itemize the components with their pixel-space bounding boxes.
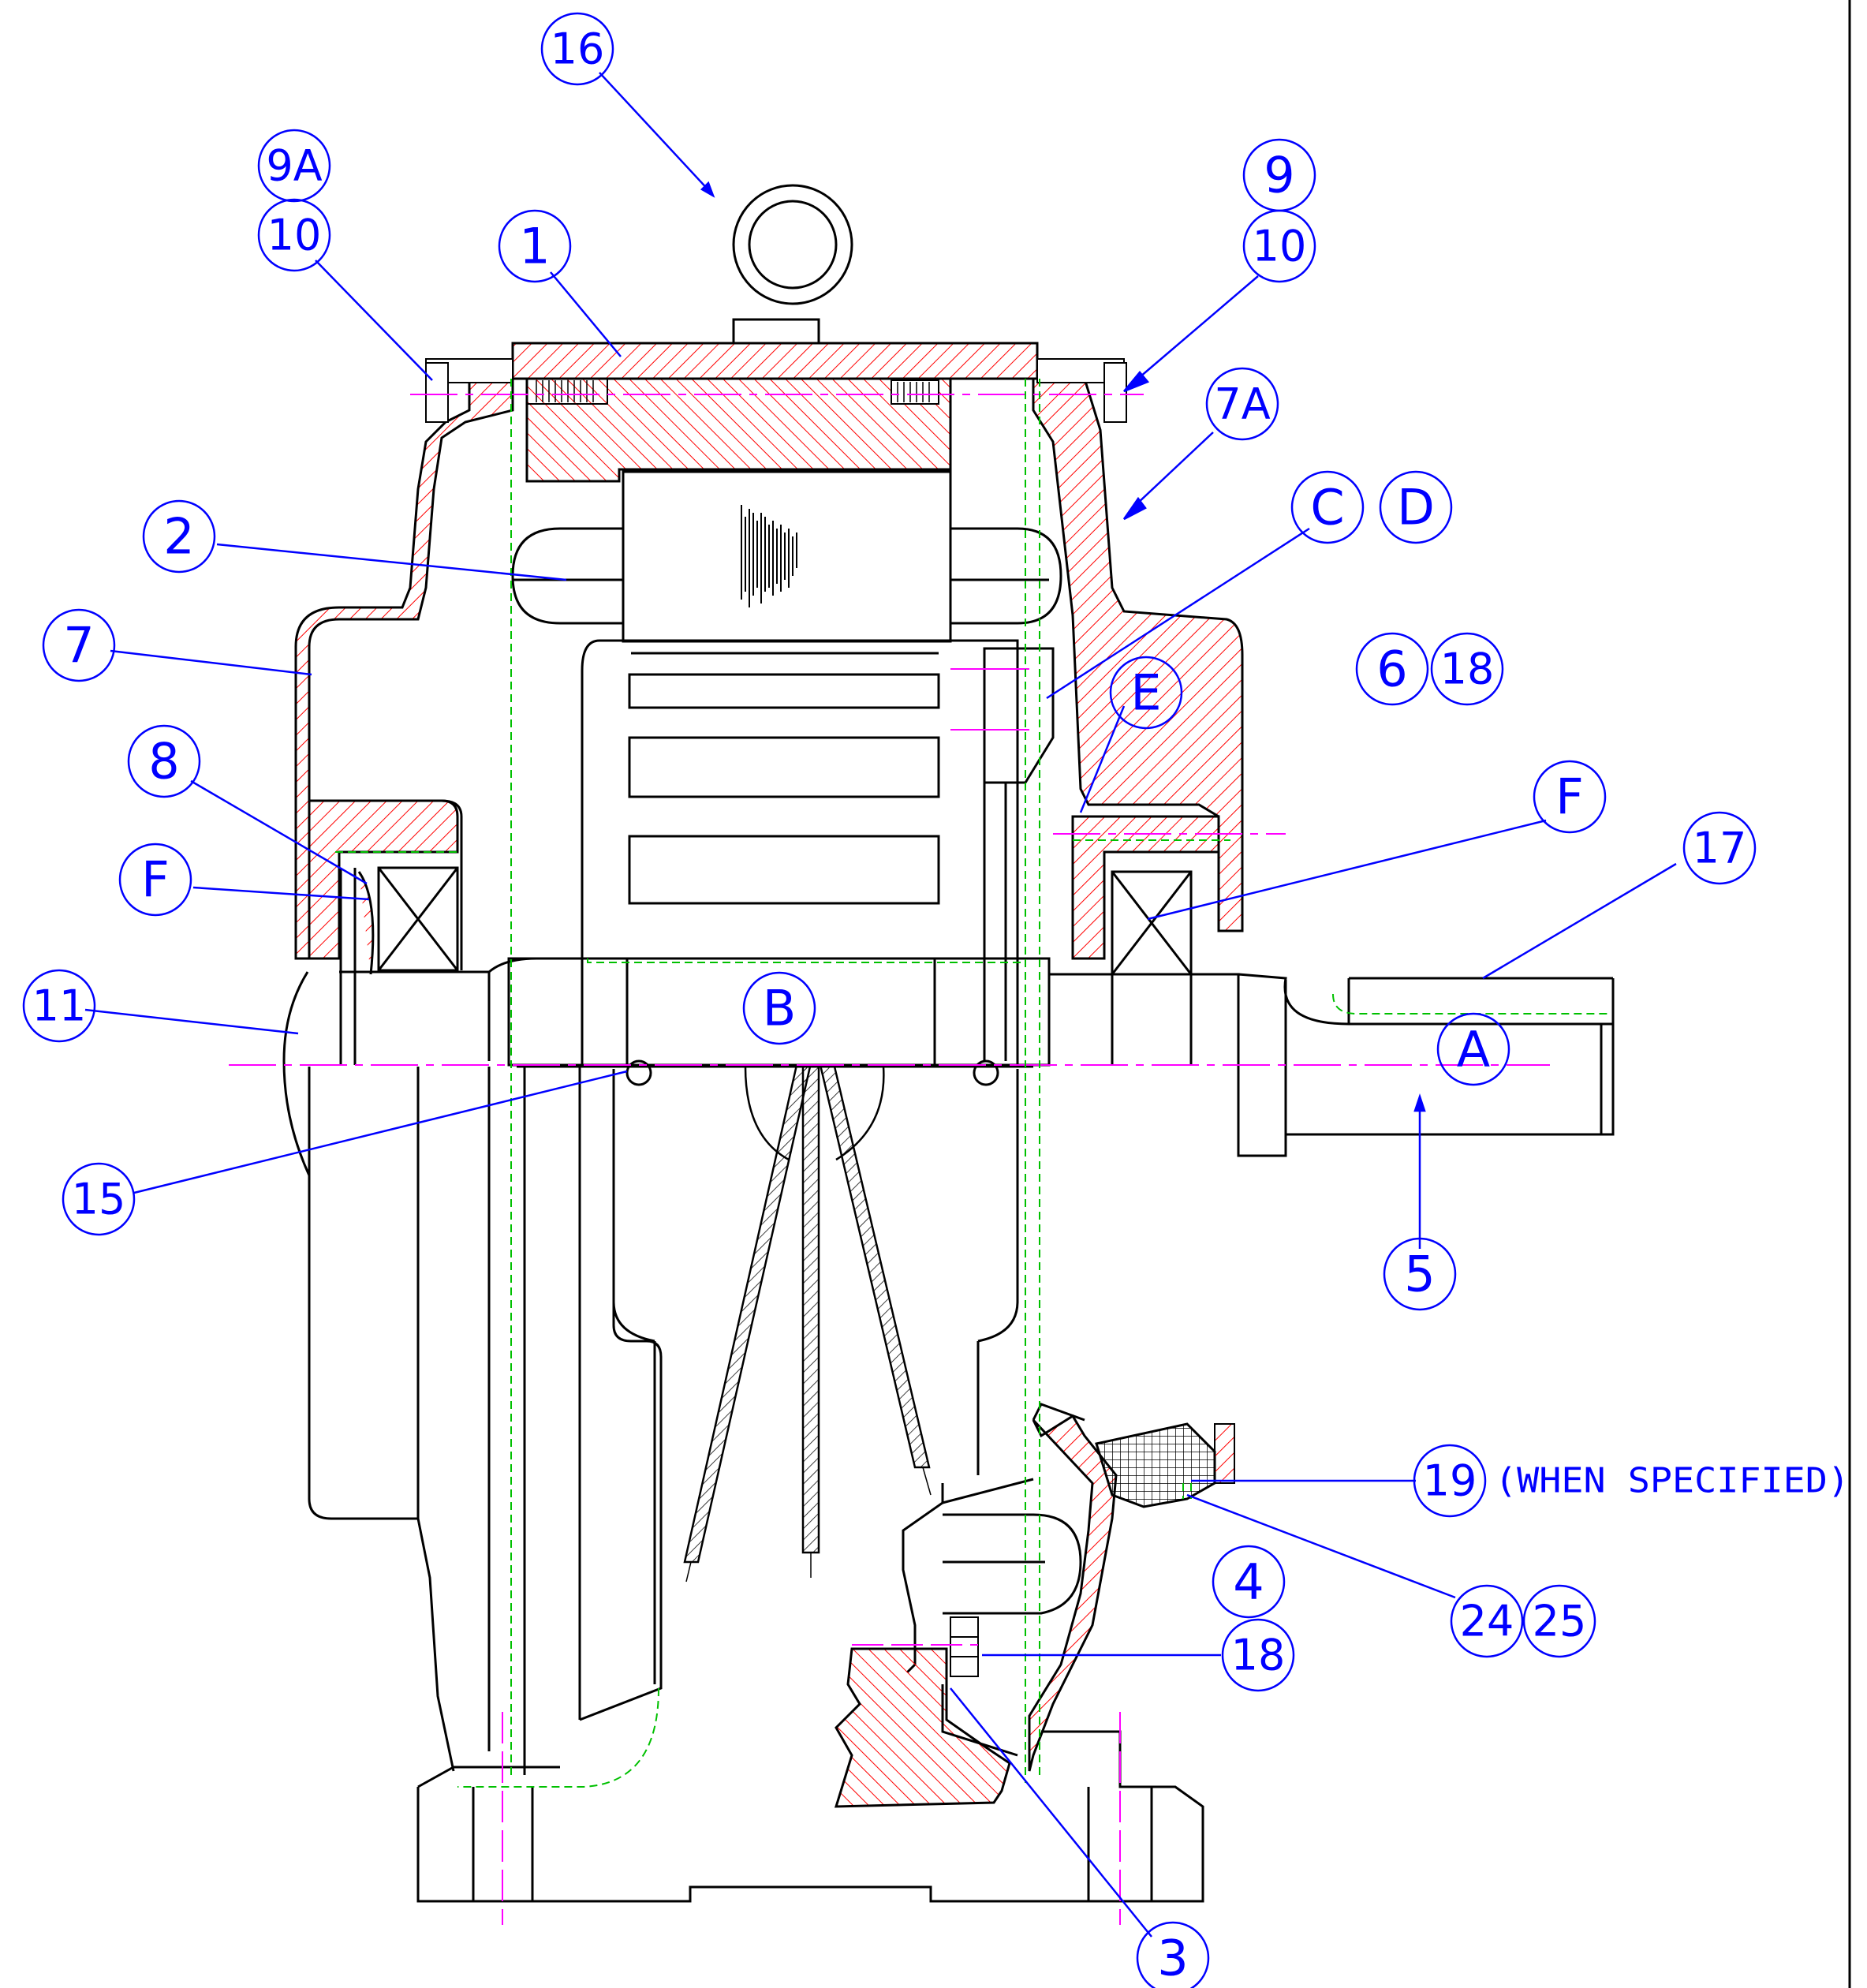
callout-7a-label: 7A (1214, 379, 1270, 429)
callout-f-left-label: F (141, 851, 170, 909)
callout-24 (1450, 1584, 1524, 1658)
eyebolt (732, 184, 853, 345)
callout-c-label: C (1310, 479, 1344, 536)
callout-6 (1355, 632, 1429, 706)
gear-body (517, 639, 1033, 1684)
callout-3 (1136, 1921, 1210, 1988)
callout-4-label: 4 (1233, 1553, 1264, 1611)
callout-7 (42, 608, 116, 682)
callout-11 (22, 969, 96, 1043)
centerlines (229, 394, 1550, 1925)
lower-bracket (834, 1403, 1235, 1808)
callout-1-label: 1 (519, 218, 550, 275)
callout-19 (1413, 1444, 1487, 1518)
bearing-right (1111, 870, 1193, 1065)
callout-11-label: 11 (32, 981, 87, 1031)
callout-f-right-label: F (1555, 768, 1584, 826)
callout-4 (1212, 1545, 1286, 1619)
callout-18-bottom-label: 18 (1231, 1631, 1286, 1680)
callout-8-label: 8 (148, 733, 179, 790)
callout-17-label: 17 (1693, 824, 1747, 873)
callout-2 (142, 499, 216, 574)
bearing-left (339, 866, 459, 1065)
callout-a-label: A (1457, 1021, 1490, 1078)
top-cover (425, 342, 1127, 483)
callout-e-label: E (1130, 664, 1161, 722)
callout-16 (540, 12, 614, 86)
callout-18-top-label: 18 (1440, 645, 1495, 694)
callout-10-right (1242, 209, 1316, 283)
callout-d (1379, 470, 1453, 544)
callout-bubbles (22, 12, 1757, 1988)
callout-10-left (257, 198, 331, 272)
callout-a (1436, 1012, 1510, 1086)
callout-9-label: 9 (1264, 147, 1294, 204)
hidden-lines (335, 379, 1609, 1788)
callout-18-top (1430, 632, 1504, 706)
leader-lines (84, 72, 1677, 1938)
callout-18-bottom (1221, 1618, 1295, 1692)
callout-15 (62, 1162, 136, 1236)
callout-2-label: 2 (163, 508, 194, 566)
callout-f-right (1533, 760, 1607, 834)
left-end-cap (282, 971, 311, 1176)
rotor-stack (628, 652, 940, 905)
base-foot (416, 1730, 1204, 1903)
callout-9a (257, 129, 331, 203)
left-lower-housing (308, 1067, 663, 1775)
callout-8 (127, 724, 201, 798)
callout-e (1109, 656, 1183, 730)
callout-5 (1383, 1237, 1457, 1311)
callout-10-right-label: 10 (1253, 222, 1307, 271)
callout-15-label: 15 (72, 1175, 126, 1224)
callout-10-left-label: 10 (267, 211, 322, 260)
callout-1 (498, 209, 572, 283)
coupling (625, 647, 1055, 1086)
callout-16-label: 16 (551, 24, 605, 74)
callout-c (1290, 470, 1365, 544)
callout-7-label: 7 (63, 617, 94, 674)
callout-3-label: 3 (1157, 1930, 1188, 1987)
callout-25-label: 25 (1533, 1597, 1587, 1646)
callout-17 (1682, 811, 1757, 885)
callout-9a-label: 9A (266, 141, 322, 191)
callout-24-label: 24 (1460, 1597, 1514, 1646)
callout-25 (1522, 1584, 1596, 1658)
callout-19-label: 19 (1423, 1456, 1477, 1506)
callout-d-label: D (1397, 479, 1435, 536)
when-specified-note: (WHEN SPECIFIED) (1495, 1461, 1850, 1501)
callout-b-label: B (763, 980, 797, 1037)
callout-f-left (118, 843, 192, 917)
input-shaft (339, 957, 1615, 1157)
callout-7a (1205, 367, 1279, 441)
callout-6-label: 6 (1376, 641, 1407, 698)
callout-5-label: 5 (1404, 1246, 1435, 1303)
callout-b (742, 971, 816, 1045)
motor-block (511, 470, 1062, 643)
cables (683, 1063, 932, 1583)
